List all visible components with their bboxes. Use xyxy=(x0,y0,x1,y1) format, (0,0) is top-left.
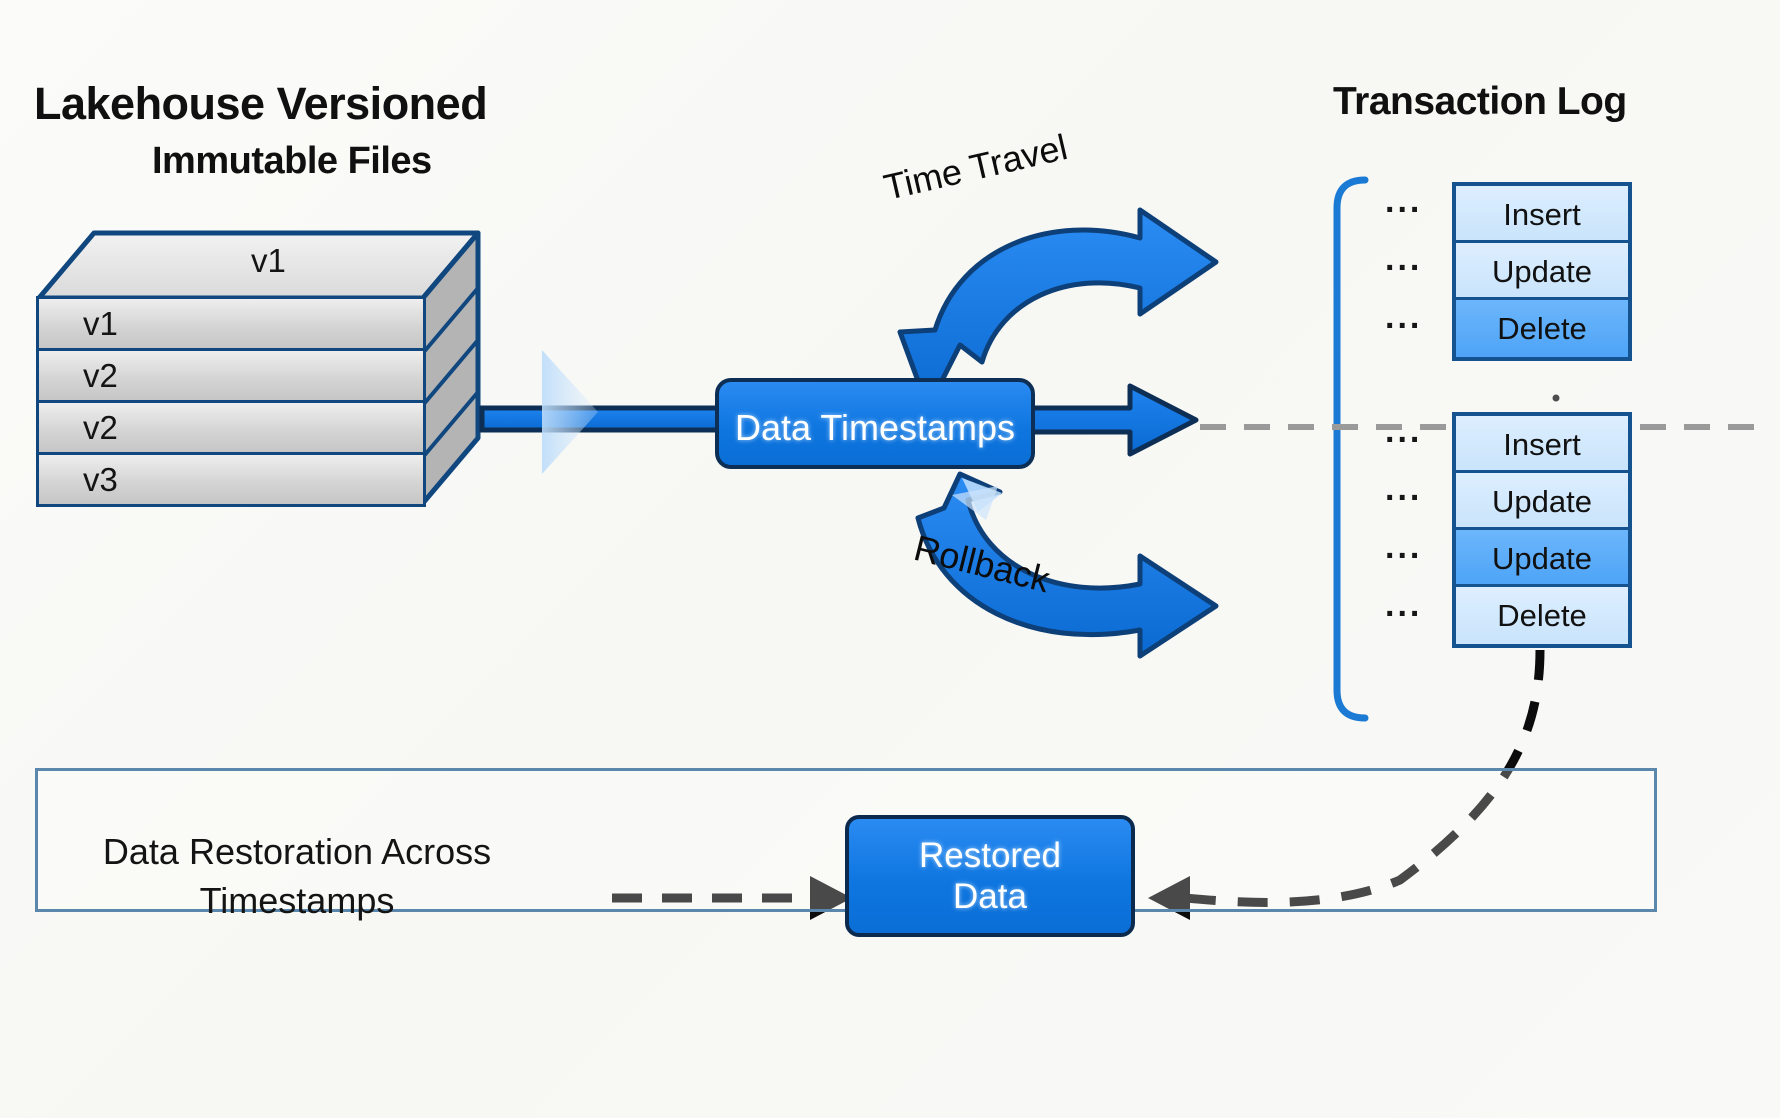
lakehouse-title-line1: Lakehouse Versioned xyxy=(34,78,488,129)
rollback-label: Rollback xyxy=(910,527,1054,601)
restored-data-line2: Data xyxy=(953,877,1027,916)
rollback-ghost-arrowhead xyxy=(952,486,998,520)
log-entry-insert[interactable]: Insert xyxy=(1456,416,1628,473)
log-ellipsis-upper-2: ... xyxy=(1385,298,1423,336)
log-ellipsis-lower-1: ... xyxy=(1385,470,1423,508)
lakehouse-title-line2: Immutable Files xyxy=(152,140,432,182)
stack-slab-label: v2 xyxy=(83,357,118,394)
lower-log-group: Insert Update Update Delete xyxy=(1452,412,1632,648)
stack-slab-0: v1 xyxy=(36,296,426,351)
log-ellipsis-lower-2: ... xyxy=(1385,528,1423,566)
stack-slab-label: v2 xyxy=(83,409,118,446)
stack-slab-label: v1 xyxy=(83,305,118,342)
timestamps-to-log-arrow xyxy=(1027,383,1199,457)
divider-dot-upper xyxy=(1552,394,1560,402)
time-travel-label: Time Travel xyxy=(880,126,1072,208)
log-entry-update[interactable]: Update xyxy=(1456,243,1628,300)
log-ellipsis-lower-0: ... xyxy=(1385,412,1423,450)
transaction-log-title: Transaction Log xyxy=(1333,80,1627,123)
stack-slab-2: v2 xyxy=(36,400,426,455)
log-ellipsis-lower-3: ... xyxy=(1385,586,1423,624)
restoration-label-line1: Data Restoration Across xyxy=(102,831,492,872)
log-entry-update[interactable]: Update xyxy=(1456,473,1628,530)
versioned-file-stack: v1 v1 v2 v2 v3 xyxy=(36,228,481,528)
restored-data-box[interactable]: Restored Data xyxy=(845,815,1135,937)
log-ellipsis-upper-0: ... xyxy=(1385,182,1423,220)
stack-top-face-label: v1 xyxy=(251,242,286,279)
stack-slab-1: v2 xyxy=(36,348,426,403)
stack-to-timestamps-connector xyxy=(479,350,723,474)
log-entry-update-highlighted[interactable]: Update xyxy=(1456,530,1628,587)
data-timestamps-label: Data Timestamps xyxy=(734,407,1016,448)
transaction-log-bracket xyxy=(1333,176,1369,722)
data-timestamps-box[interactable]: Data Timestamps xyxy=(715,378,1035,469)
restoration-label-line2: Timestamps xyxy=(199,879,395,921)
stack-top-face: v1 xyxy=(36,228,481,300)
stack-side-faces xyxy=(421,230,481,506)
log-entry-delete[interactable]: Delete xyxy=(1456,300,1628,357)
restored-data-line1: Restored xyxy=(918,835,1062,875)
log-entry-insert[interactable]: Insert xyxy=(1456,186,1628,243)
stack-slab-3: v3 xyxy=(36,452,426,507)
stack-slab-label: v3 xyxy=(83,461,118,498)
log-ellipsis-upper-1: ... xyxy=(1385,240,1423,278)
log-entry-delete[interactable]: Delete xyxy=(1456,587,1628,644)
upper-log-group: Insert Update Delete xyxy=(1452,182,1632,361)
data-restoration-label: Data Restoration Across Timestamps xyxy=(62,828,532,925)
